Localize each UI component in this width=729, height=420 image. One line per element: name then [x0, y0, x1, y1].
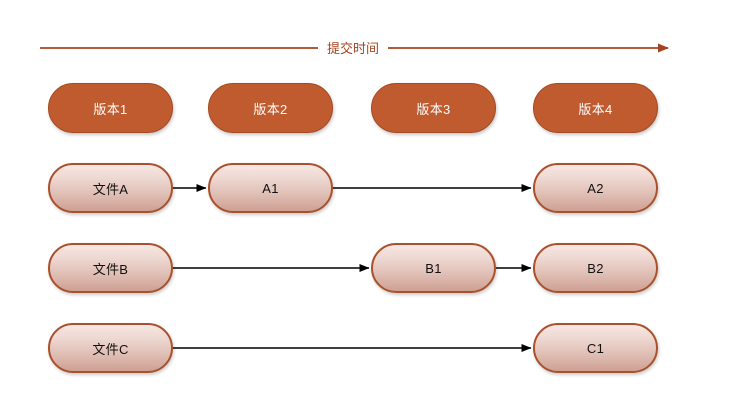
file-node-b-v1[interactable]: 文件B: [48, 243, 173, 293]
version-node-1[interactable]: 版本1: [48, 83, 173, 133]
file-node-c-v1[interactable]: 文件C: [48, 323, 173, 373]
file-node-a-v1[interactable]: 文件A: [48, 163, 173, 213]
file-node-label: B2: [587, 260, 604, 276]
file-node-label: A1: [262, 180, 279, 196]
file-node-label: B1: [425, 260, 442, 276]
version-node-label: 版本3: [416, 101, 451, 117]
version-node-4[interactable]: 版本4: [533, 83, 658, 133]
file-node-label: 文件B: [92, 261, 129, 277]
file-node-b1[interactable]: B1: [371, 243, 496, 293]
file-node-label: A2: [587, 180, 604, 196]
version-node-3[interactable]: 版本3: [371, 83, 496, 133]
version-node-2[interactable]: 版本2: [208, 83, 333, 133]
file-node-a1[interactable]: A1: [208, 163, 333, 213]
version-node-label: 版本4: [578, 101, 613, 117]
file-node-a2[interactable]: A2: [533, 163, 658, 213]
file-node-c1[interactable]: C1: [533, 323, 658, 373]
file-node-label: 文件C: [92, 341, 129, 357]
timeline-label: 提交时间: [318, 39, 388, 59]
file-node-label: 文件A: [92, 181, 129, 197]
file-node-label: C1: [586, 340, 605, 356]
version-node-label: 版本2: [253, 101, 288, 117]
version-node-label: 版本1: [93, 101, 128, 117]
file-node-b2[interactable]: B2: [533, 243, 658, 293]
